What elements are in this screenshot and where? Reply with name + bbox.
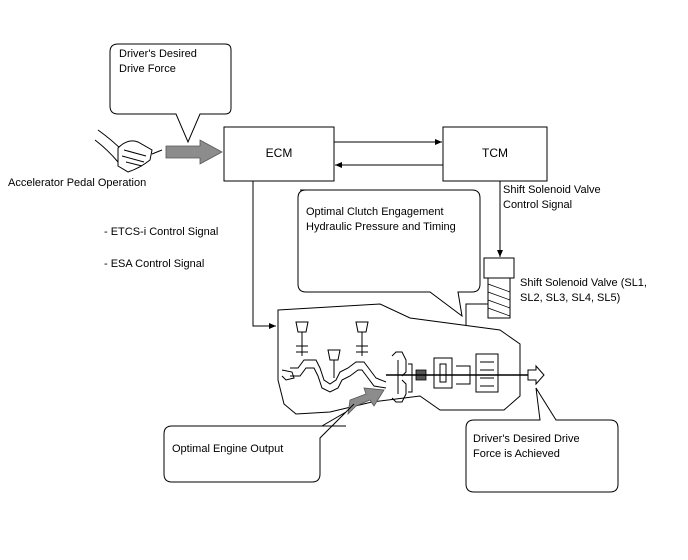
callout-drive-force-achieved-text-1: Driver's Desired Drive: [473, 433, 580, 445]
callout-drive-force-achieved: [465, 387, 619, 493]
etcs-signal-label: - ETCS-i Control Signal: [104, 226, 219, 238]
callout-optimal-clutch-text-2: Hydraulic Pressure and Timing: [306, 221, 456, 233]
engine-internals: [281, 321, 387, 393]
torque-converter: [391, 351, 413, 403]
callout-optimal-engine-output-outline: [163, 403, 355, 483]
tcm-box: [442, 126, 548, 182]
shift-solenoid-signal-label-1: Shift Solenoid Valve: [503, 184, 601, 196]
pedal-to-ecm-arrow: [165, 139, 223, 165]
callout-optimal-engine-output-text: Optimal Engine Output: [172, 443, 284, 455]
engine-output-arrow: [347, 387, 385, 416]
shift-solenoid-valve-label-1: Shift Solenoid Valve (SL1,: [520, 277, 647, 289]
callout-driver-desired-drive-force-text-1: Driver's Desired: [119, 48, 197, 60]
callout-drive-force-achieved-text-2: Force is Achieved: [473, 448, 560, 460]
callout-optimal-clutch-engagement: [297, 189, 481, 318]
shift-solenoid-valve-icon: [483, 257, 515, 319]
tcm-label: TCM: [482, 146, 508, 160]
callout-driver-desired-drive-force-text-2: Drive Force: [119, 63, 176, 75]
accelerator-pedal-label: Accelerator Pedal Operation: [8, 177, 147, 189]
ecm-box: [223, 126, 335, 182]
output-arrow: [527, 364, 545, 386]
accelerator-pedal-icon: [94, 129, 163, 173]
callout-driver-desired-drive-force: [109, 43, 232, 144]
transmission-housing: [277, 303, 521, 415]
ecm-label: ECM: [265, 146, 293, 160]
shift-solenoid-signal-label-2: Control Signal: [503, 199, 573, 211]
shift-solenoid-valve-label-2: SL2, SL3, SL4, SL5): [520, 292, 621, 304]
ecm-to-engine-line: [252, 181, 276, 329]
esa-signal-label: - ESA Control Signal: [104, 258, 205, 270]
callout-optimal-clutch-text-1: Optimal Clutch Engagement: [306, 206, 444, 218]
